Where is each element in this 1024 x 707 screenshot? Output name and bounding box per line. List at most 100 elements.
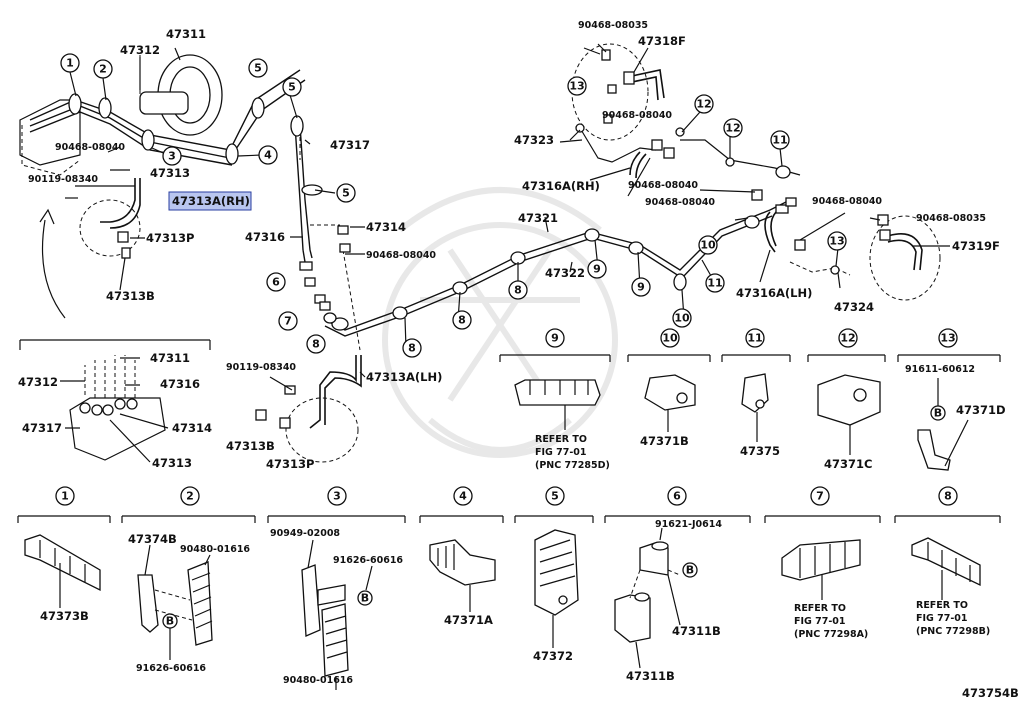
label-47317-b: 47317 [22,421,62,435]
labels: 47311 47312 90468-08040 47313 90119-0834… [18,20,1019,700]
callout-number: 5 [342,187,350,200]
label-47371c: 47371C [824,457,872,471]
callout-circle [248,58,268,78]
callout-circle [938,486,958,506]
callout-number: 11 [707,277,722,290]
callout-8: 8 [508,280,528,300]
callout-number: 10 [674,312,690,325]
label-47323: 47323 [514,133,554,147]
b-marker-13: B [934,407,942,420]
callout-number: 8 [312,338,320,351]
callout-number: 7 [816,490,824,503]
callout-5: 5 [248,58,268,78]
label-47324: 47324 [834,300,874,314]
callout-12: 12 [694,94,714,114]
callout-circle [545,486,565,506]
label-47318f: 47318F [638,34,686,48]
callout-circle [698,235,718,255]
callout-circle [723,118,743,138]
callout-circle [452,310,472,330]
label-47311b-a: 47311B [672,624,721,638]
callout-7: 7 [278,311,298,331]
callout-number: 4 [459,490,467,503]
label-47313p-b: 47313P [266,457,314,471]
callout-number: 4 [264,149,272,162]
callout-number: 13 [940,332,955,345]
highlight-box [168,191,252,211]
callout-number: 13 [829,235,844,248]
callout-number: 9 [593,263,601,276]
callout-circle [745,328,765,348]
label-47316-b: 47316 [160,377,200,391]
callout-circle [567,76,587,96]
callout-number: 6 [272,276,280,289]
label-90468-08035-b: 90468-08035 [916,213,986,224]
callout-number: 8 [944,490,952,503]
label-47313b-b: 47313B [226,439,275,453]
label-47311b-b: 47311B [626,669,675,683]
callout-1: 1 [60,53,80,73]
label-91621-j0614: 91621-J0614 [655,519,722,530]
callout-circle [278,311,298,331]
label-47322: 47322 [545,266,585,280]
callout-number: 12 [840,332,855,345]
callout-circle [453,486,473,506]
label-47313a-rh-highlight[interactable]: 47313A(RH) [172,194,250,208]
label-ref-7-line3: (PNC 77298A) [794,629,868,640]
callout-number: 6 [673,490,681,503]
callout-number: 11 [772,134,787,147]
label-90468-08040-d: 90468-08040 [628,180,698,191]
label-47371a: 47371A [444,613,493,627]
callout-circle [770,130,790,150]
callout-circle [180,486,200,506]
label-90119-08340-a: 90119-08340 [28,174,98,185]
callout-9: 9 [631,277,651,297]
callout-3: 3 [327,486,347,506]
callout-circle [827,231,847,251]
callout-number: 8 [514,284,522,297]
label-47313p-a: 47313P [146,231,194,245]
callout-number: 3 [168,150,176,163]
label-ref-8-line3: (PNC 77298B) [916,626,990,637]
callout-11: 11 [745,328,765,348]
callout-10: 10 [660,328,680,348]
callout-9: 9 [587,259,607,279]
label-90468-08040-a: 90468-08040 [55,142,125,153]
callout-circle [660,328,680,348]
callout-circle [631,277,651,297]
callout-circle [266,272,286,292]
callout-circle [336,183,356,203]
label-90949-02008: 90949-02008 [270,528,340,539]
label-ref-7-line2: FIG 77-01 [794,616,846,627]
callout-8: 8 [452,310,472,330]
callout-3: 3 [162,146,182,166]
callout-circle [705,273,725,293]
center-tubes [255,199,791,463]
callout-8: 8 [306,334,326,354]
label-47316-a: 47316 [245,230,285,244]
label-47313-a: 47313 [150,166,190,180]
label-90480-01616-a: 90480-01616 [180,544,250,555]
rear-tubes [559,43,950,301]
callout-11: 11 [770,130,790,150]
callout-2: 2 [180,486,200,506]
callout-6: 6 [667,486,687,506]
label-90468-08040-b: 90468-08040 [366,250,436,261]
callout-number: 12 [696,98,711,111]
callout-number: 3 [333,490,341,503]
callout-4: 4 [453,486,473,506]
label-47319f: 47319F [952,239,1000,253]
diagram-id: 473754B [962,686,1019,700]
callout-12: 12 [838,328,858,348]
callout-8: 8 [938,486,958,506]
label-91611-60612: 91611-60612 [905,364,975,375]
label-47314-b: 47314 [172,421,212,435]
callout-number: 8 [408,342,416,355]
label-47373b: 47373B [40,609,89,623]
callout-9: 9 [545,328,565,348]
callout-number: 8 [458,314,466,327]
callout-5: 5 [282,77,302,97]
callout-number: 1 [61,490,69,503]
label-47313a-lh: 47313A(LH) [366,370,442,384]
callout-circle [327,486,347,506]
